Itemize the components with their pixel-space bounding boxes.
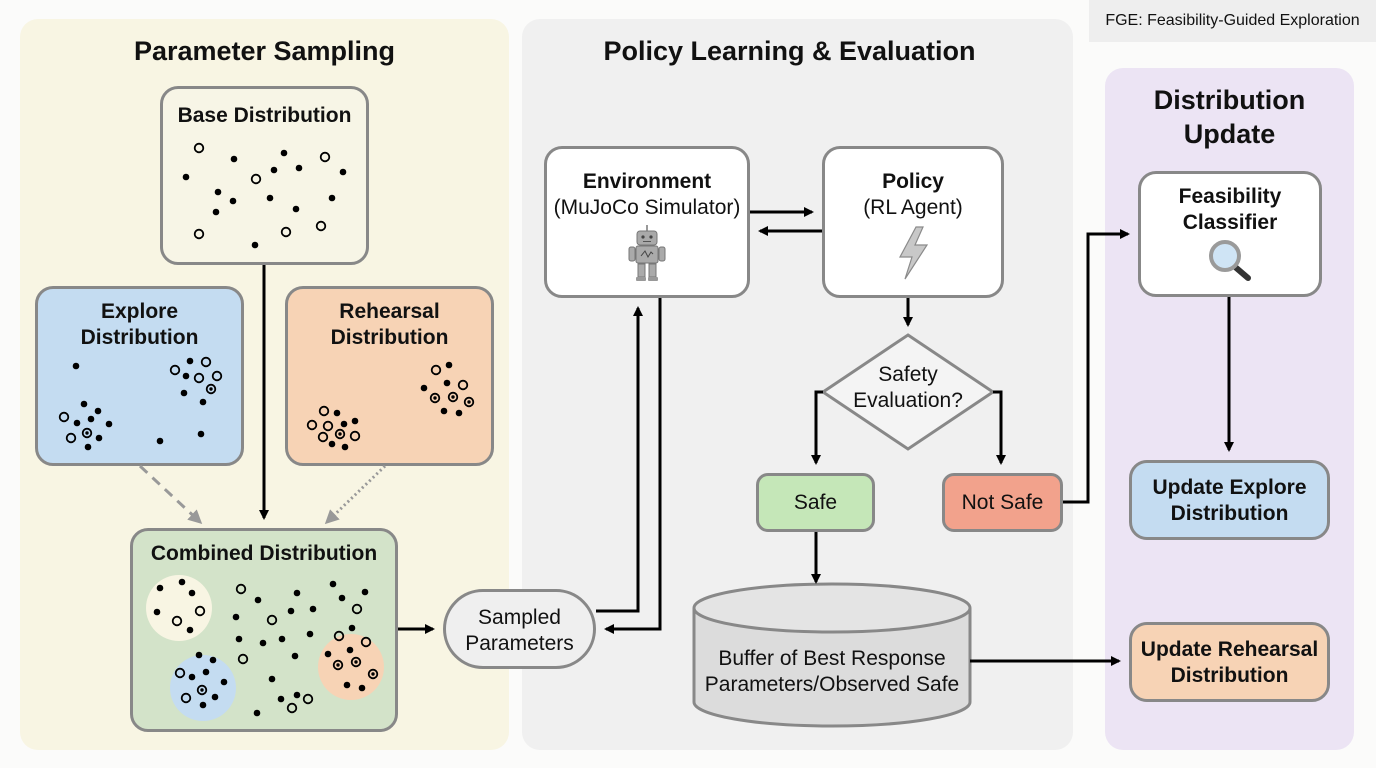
base-distribution-box[interactable]: Base Distribution [160,86,369,265]
feasibility-classifier-box[interactable]: Feasibility Classifier [1138,171,1322,297]
buffer-line1: Buffer of Best Response [718,647,946,670]
rehearsal-label-line2: Distribution [330,326,449,349]
policy-learning-title: Policy Learning & Evaluation [603,36,976,66]
buffer-line2: Parameters/Observed Safe [704,673,960,696]
policy-box[interactable]: Policy (RL Agent) [822,146,1004,298]
policy-subtitle: (RL Agent) [863,196,963,219]
combined-distribution-label: Combined Distribution [150,542,378,565]
explore-label-line2: Distribution [80,326,199,349]
update-rehearsal-line2: Distribution [1170,664,1289,687]
decision-line2: Evaluation? [853,389,963,412]
base-distribution-label: Base Distribution [177,104,352,127]
lightning-icon [899,226,929,280]
not-safe-node[interactable]: Not Safe [942,473,1063,532]
environment-subtitle: (MuJoCo Simulator) [553,196,741,219]
explore-distribution-box[interactable]: Explore Distribution [35,286,244,466]
buffer-label: Buffer of Best Response Parameters/Obser… [694,646,970,698]
update-rehearsal-line1: Update Rehearsal [1140,638,1319,661]
combined-distribution-box[interactable]: Combined Distribution [130,528,398,732]
policy-learning-panel [522,19,1073,750]
sampled-parameters-node[interactable]: Sampled Parameters [443,589,596,669]
environment-title: Environment [582,170,712,193]
explore-label-line1: Explore [100,300,179,323]
distribution-update-title: Distribution Update [1105,83,1354,151]
sampled-label-line2: Parameters [465,632,574,655]
magnifier-icon [1209,240,1251,281]
classifier-line2: Classifier [1182,211,1278,234]
decision-line1: Safety [878,363,938,386]
legend-label: FGE: Feasibility-Guided Exploration [1089,0,1376,42]
environment-box[interactable]: Environment (MuJoCo Simulator) [544,146,750,298]
safe-node[interactable]: Safe [756,473,875,532]
robot-icon [628,225,666,281]
policy-title: Policy [882,170,944,193]
update-explore-box[interactable]: Update Explore Distribution [1129,460,1330,540]
sampled-label-line1: Sampled [478,606,561,629]
update-rehearsal-box[interactable]: Update Rehearsal Distribution [1129,622,1330,702]
update-explore-line1: Update Explore [1152,476,1307,499]
update-explore-line2: Distribution [1170,502,1289,525]
parameter-sampling-title: Parameter Sampling [133,36,396,66]
rehearsal-distribution-box[interactable]: Rehearsal Distribution [285,286,494,466]
classifier-line1: Feasibility [1178,185,1282,208]
distribution-update-title-line2: Update [1183,119,1276,149]
explore-distribution-label: Explore Distribution [38,299,241,351]
rehearsal-label-line1: Rehearsal [339,300,440,323]
rehearsal-distribution-label: Rehearsal Distribution [288,299,491,351]
safety-evaluation-label: Safety Evaluation? [843,362,973,414]
distribution-update-title-line1: Distribution [1153,85,1306,115]
